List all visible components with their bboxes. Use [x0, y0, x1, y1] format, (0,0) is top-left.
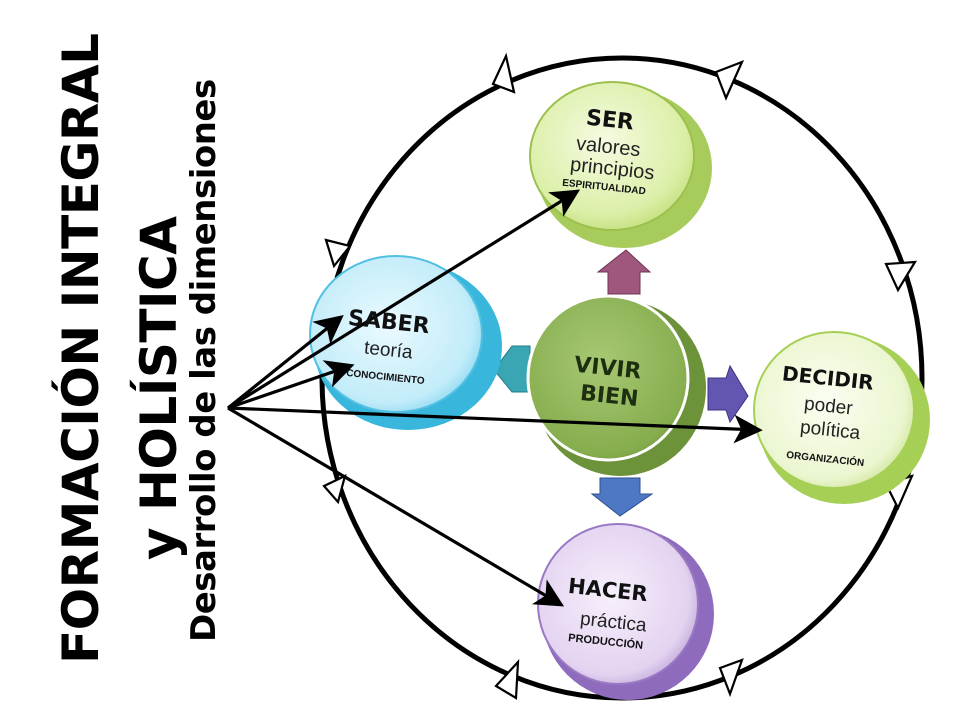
arrow-to-decidir	[227, 406, 763, 444]
ring-triangle-icon	[494, 658, 520, 700]
ring-triangle-markers	[322, 52, 918, 700]
title-main-line1: FORMACIÓN INTEGRAL	[52, 33, 110, 664]
center-connectors	[493, 249, 749, 517]
ring-triangle-icon	[491, 52, 516, 94]
arrow-to-ser	[227, 189, 581, 410]
ring-triangle-icon	[714, 60, 745, 101]
ring-triangle-icon	[324, 238, 352, 269]
arrow-to-hacer	[227, 406, 565, 607]
dimension-arrows	[226, 189, 763, 607]
node-decidir	[753, 331, 930, 504]
title-subtitle: Desarrollo de las dimensiones	[184, 79, 224, 642]
node-hacer	[537, 523, 714, 700]
arrow-right-icon	[707, 364, 749, 424]
title-main-line2: y HOLÍSTICA	[130, 216, 188, 560]
node-center	[526, 294, 706, 476]
ring-triangle-icon	[718, 658, 744, 698]
arrow-up-icon	[596, 249, 652, 295]
ring-triangle-icon	[884, 260, 918, 293]
arrow-to-saber	[227, 360, 355, 410]
arrow-to-saber-2	[226, 314, 344, 410]
ser-title: SER	[584, 105, 636, 136]
ring-triangle-icon	[322, 473, 347, 505]
arrow-down-icon	[590, 477, 654, 517]
